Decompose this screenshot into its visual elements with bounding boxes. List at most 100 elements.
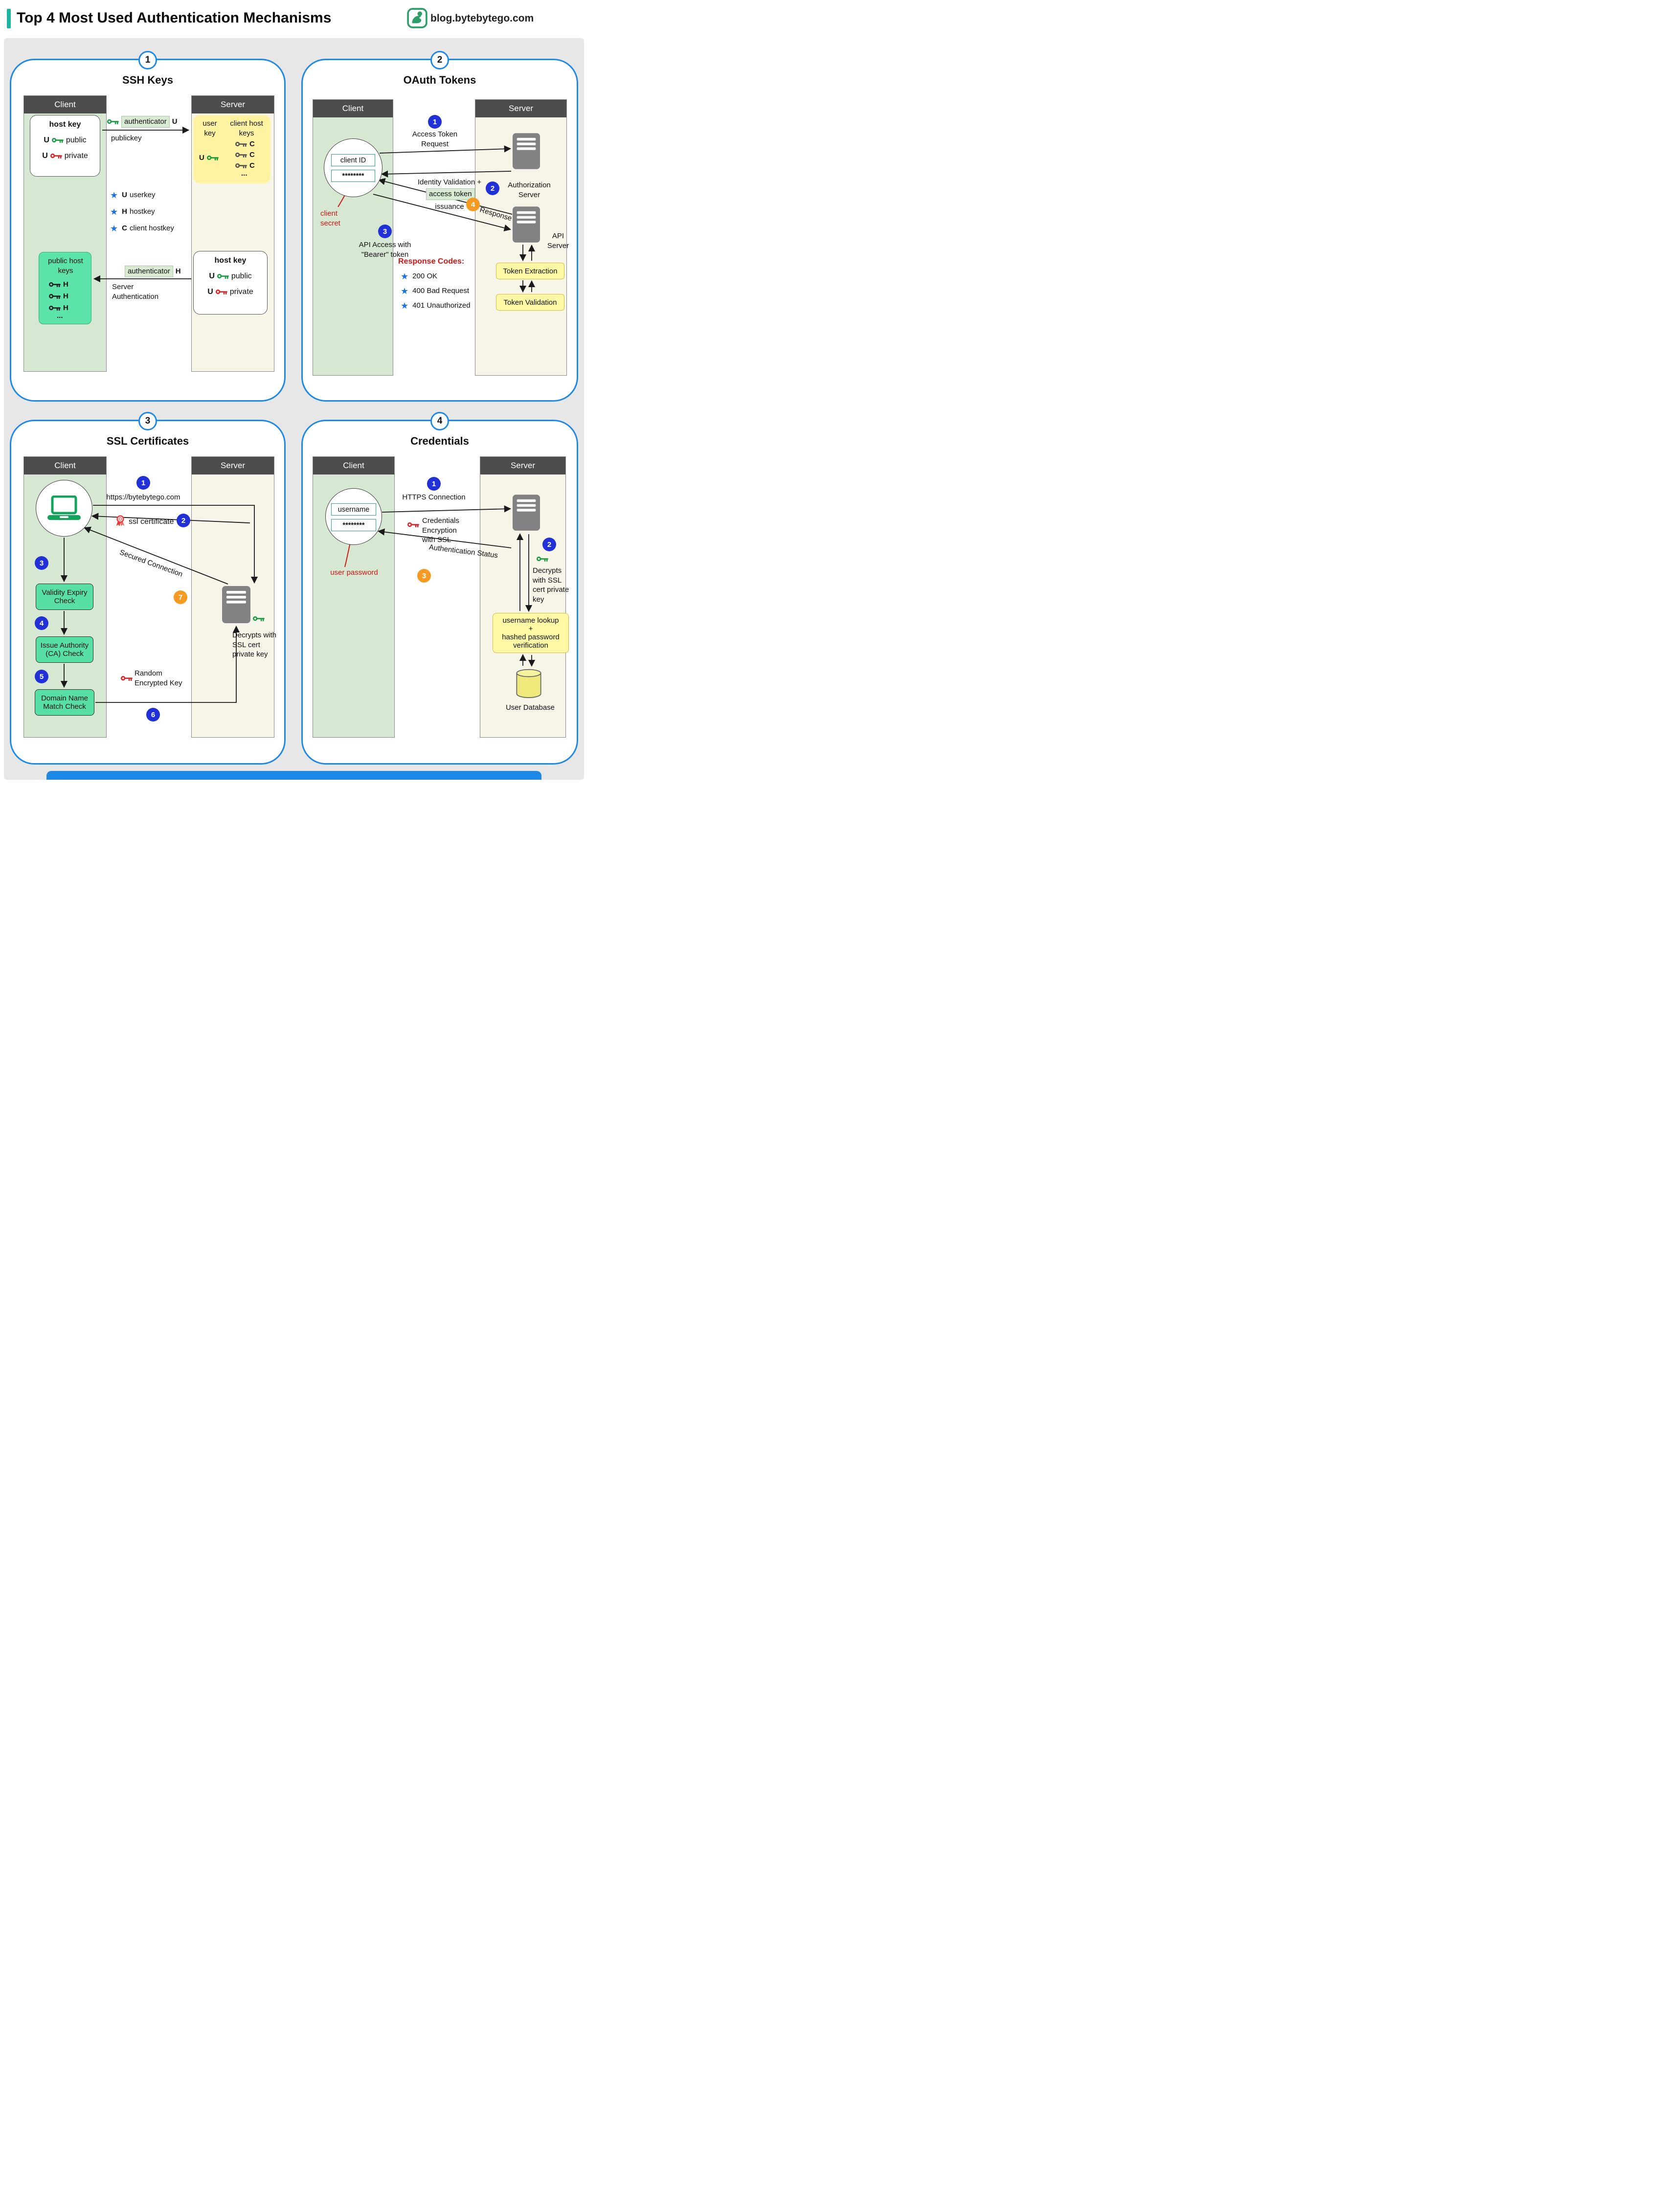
green-key-icon: [537, 556, 548, 562]
user-key-label: user key: [202, 119, 217, 137]
password-mask: ********: [342, 521, 365, 529]
client-host-keys-label: client host keys: [230, 119, 263, 137]
secured-connection-label: Secured Connection: [118, 548, 184, 579]
public-key-label: public: [66, 136, 87, 144]
response-code-row: ★ 200 OK: [401, 271, 437, 281]
user-password-label: user password: [330, 568, 378, 577]
panel-ssh-keys: 1 SSH Keys Client Server host key U publ…: [10, 51, 286, 402]
domain-check-label: Domain Name Match Check: [41, 694, 88, 711]
client-secret-mask: ********: [342, 172, 364, 180]
step-4-badge: 4: [35, 616, 48, 630]
green-key-icon: [107, 119, 119, 125]
validity-check-box: Validity Expiry Check: [36, 584, 93, 610]
token-extraction-label: Token Extraction: [503, 267, 558, 275]
certificate-icon: [115, 515, 126, 527]
username-field: username: [331, 503, 376, 516]
green-key-icon: [253, 616, 265, 622]
response-code: 400 Bad Request: [412, 287, 470, 295]
username-lookup-label: username lookup + hashed password verifi…: [502, 616, 560, 650]
legend-row-hostkey: ★ H hostkey: [110, 207, 155, 217]
client-hostkey-row: C: [235, 139, 255, 149]
panel-title: Credentials: [410, 435, 469, 447]
public-host-keys-box: public host keys H H H ...: [39, 252, 91, 324]
panel-credentials: 4 Credentials Client Server username: [301, 412, 578, 765]
page-title: Top 4 Most Used Authentication Mechanism…: [17, 10, 332, 26]
public-host-keys-title: public host keys: [48, 257, 83, 275]
client-laptop-circle: [36, 480, 92, 537]
panel-title: OAuth Tokens: [403, 74, 476, 86]
step-3-badge: 3: [378, 225, 392, 238]
publickey-label: publickey: [111, 134, 142, 142]
step-2-badge: 2: [177, 514, 190, 527]
infographic-page: Top 4 Most Used Authentication Mechanism…: [0, 0, 587, 780]
authenticator-label-row: authenticator U: [107, 116, 178, 128]
panel-oauth-tokens: 2 OAuth Tokens Client Server: [301, 51, 578, 402]
response-codes-title: Response Codes:: [398, 257, 465, 266]
gray-key-icon: [235, 163, 247, 169]
step-4-badge: 4: [466, 198, 480, 211]
access-token-request-label: Access Token Request: [412, 130, 458, 148]
token-extraction-box: Token Extraction: [496, 263, 564, 279]
step-1-badge: 1: [428, 115, 442, 129]
authorization-server-label: Authorization Server: [508, 181, 551, 199]
site-label: blog.bytebytego.com: [430, 13, 534, 24]
red-key-icon: [407, 522, 419, 528]
userkey-suffix: U: [172, 117, 178, 126]
decrypts-label: Decrypts with SSL cert private key: [232, 631, 277, 658]
authenticator-highlight: authenticator: [121, 116, 170, 128]
panel-number-badge: 2: [430, 51, 449, 69]
legend-row-client-hostkey: ★ C client hostkey: [110, 224, 174, 233]
host-key-title: host key: [214, 256, 247, 265]
username-value: username: [338, 505, 370, 514]
ssl-certificate-label: ssl certificate: [129, 518, 174, 526]
ellipsis-label: ...: [57, 312, 63, 320]
legend-symbol: H: [122, 207, 127, 216]
private-key-label: private: [229, 288, 253, 296]
laptop-icon: [46, 496, 82, 521]
ca-check-label: Issue Authority (CA) Check: [40, 641, 89, 658]
client-hostkey-row: C: [235, 161, 255, 171]
client-secret-label: client secret: [320, 209, 340, 227]
database-icon: [515, 668, 542, 699]
bytebytego-logo-icon: [407, 8, 428, 28]
client-hostkey-row: C: [235, 150, 255, 160]
server-authenticator-row: authenticator H: [125, 266, 181, 277]
panel-number-badge: 3: [138, 412, 157, 430]
host-key-row: H: [49, 303, 68, 313]
star-icon: ★: [110, 206, 118, 217]
api-server-icon: [512, 206, 540, 243]
response-code: 401 Unauthorized: [412, 301, 471, 310]
green-key-icon: [207, 155, 219, 161]
server-column-header: Server: [192, 457, 274, 474]
web-server-icon: [512, 494, 540, 532]
gray-key-icon: [235, 141, 247, 147]
step-2-badge: 2: [542, 538, 556, 551]
step-6-badge: 6: [146, 708, 160, 722]
client-column-header: Client: [313, 100, 393, 117]
response-code: 200 OK: [412, 272, 438, 280]
panel-title: SSH Keys: [122, 74, 173, 86]
key-owner-label: U: [42, 152, 48, 160]
api-server-label: API Server: [547, 232, 569, 250]
red-key-icon: [121, 676, 133, 681]
client-column-header: Client: [24, 457, 106, 474]
domain-check-box: Domain Name Match Check: [35, 689, 94, 716]
host-key-row: H: [49, 292, 68, 301]
client-column-header: Client: [313, 457, 394, 474]
client-column-header: Client: [24, 96, 106, 113]
key-owner-label: U: [44, 136, 49, 144]
token-validation-box: Token Validation: [496, 294, 564, 311]
panel-ssl-certificates: 3 SSL Certificates Client Server 1: [10, 412, 286, 765]
step-7-badge: 7: [174, 590, 187, 604]
legend-row-userkey: ★ U userkey: [110, 190, 156, 200]
server-key-store-box: user key client host keys U C C C: [193, 115, 270, 183]
server-host-key-box: host key U public U private: [193, 251, 268, 315]
host-key-letter: H: [63, 304, 68, 312]
client-user-circle: [325, 488, 382, 545]
diagram-board: 1 SSH Keys Client Server host key U publ…: [4, 38, 584, 780]
panel-number-badge: 1: [138, 51, 157, 69]
star-icon: ★: [401, 300, 409, 311]
host-key-row: H: [49, 280, 68, 290]
step-1-badge: 1: [136, 476, 150, 490]
legend-label: client hostkey: [129, 224, 174, 232]
